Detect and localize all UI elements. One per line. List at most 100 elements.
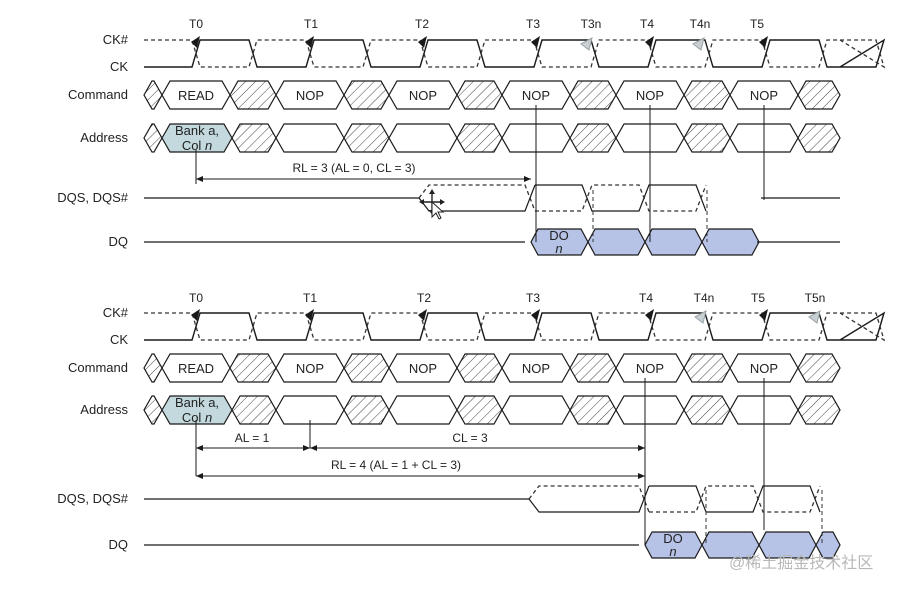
signal-label-dq: DQ bbox=[109, 234, 129, 249]
half-cycle-arrow-icon bbox=[580, 37, 593, 51]
clock-edge-arrow-icon bbox=[191, 309, 200, 321]
address-dont-care bbox=[231, 395, 277, 425]
clock-label-t2: T2 bbox=[415, 17, 429, 31]
clock-edge-arrow-icon bbox=[759, 309, 768, 321]
arrow-right-icon bbox=[638, 445, 645, 451]
pointer-cursor-icon bbox=[431, 200, 445, 220]
clock-label-t0: T0 bbox=[189, 291, 203, 305]
ck-waveform bbox=[144, 38, 886, 68]
address-bank-label: Bank a, bbox=[175, 395, 219, 410]
dq-data-burst bbox=[815, 531, 841, 559]
clock-label-t1: T1 bbox=[303, 291, 317, 305]
address-slot bbox=[615, 395, 685, 425]
watermark: @稀土掘金技术社区 bbox=[729, 554, 873, 572]
command-label: NOP bbox=[750, 88, 778, 103]
address-slot bbox=[388, 123, 458, 153]
command-dont-care bbox=[456, 353, 503, 383]
command-label: NOP bbox=[750, 361, 778, 376]
clock-edge-arrow-icon bbox=[531, 309, 540, 321]
dq-data-burst bbox=[644, 228, 703, 256]
dqsb-toggle bbox=[649, 485, 821, 513]
command-dont-care bbox=[456, 80, 503, 110]
dq-data-burst bbox=[587, 228, 646, 256]
arrow-left-icon bbox=[310, 445, 317, 451]
al-label: AL = 1 bbox=[235, 431, 270, 445]
address-dont-care bbox=[343, 123, 390, 153]
dq-n-label: n bbox=[555, 241, 562, 256]
dqsb-toggle bbox=[535, 184, 707, 212]
signal-label-address: Address bbox=[80, 130, 128, 145]
dqsb-preamble bbox=[528, 485, 650, 513]
command-dont-care bbox=[797, 80, 841, 110]
command-label: NOP bbox=[296, 361, 324, 376]
clock-edge-arrow-icon bbox=[645, 309, 654, 321]
address-dont-care bbox=[143, 395, 163, 425]
clock-label-t2: T2 bbox=[417, 291, 431, 305]
address-slot bbox=[275, 395, 345, 425]
signal-label-command: Command bbox=[68, 360, 128, 375]
address-dont-care bbox=[797, 123, 841, 153]
arrow-right-icon bbox=[638, 473, 645, 479]
signal-label-command: Command bbox=[68, 87, 128, 102]
command-label: READ bbox=[178, 88, 214, 103]
rl-label: RL = 3 (AL = 0, CL = 3) bbox=[292, 161, 415, 175]
command-dont-care bbox=[143, 353, 163, 383]
command-dont-care bbox=[797, 353, 841, 383]
signal-label-ckb: CK# bbox=[103, 32, 129, 47]
arrow-left-icon bbox=[196, 176, 203, 182]
dqs-preamble bbox=[528, 485, 650, 513]
arrow-left-icon bbox=[196, 445, 203, 451]
address-bank-label: Bank a, bbox=[175, 123, 219, 138]
command-label: NOP bbox=[636, 361, 664, 376]
command-dont-care bbox=[569, 353, 617, 383]
clock-label-t0: T0 bbox=[189, 17, 203, 31]
clock-label-t3n: T3n bbox=[581, 17, 602, 31]
dq-data-burst bbox=[701, 228, 760, 256]
command-label: NOP bbox=[522, 88, 550, 103]
clock-label-t1: T1 bbox=[304, 17, 318, 31]
address-dont-care bbox=[797, 395, 841, 425]
half-cycle-arrow-icon bbox=[808, 310, 821, 324]
clock-edge-arrow-icon bbox=[418, 309, 427, 321]
clock-label-t3: T3 bbox=[526, 291, 540, 305]
arrow-right-icon bbox=[524, 176, 531, 182]
cl-label: CL = 3 bbox=[452, 431, 488, 445]
move-cursor-icon bbox=[419, 189, 445, 220]
clock-label-t4: T4 bbox=[640, 17, 654, 31]
arrow-left-icon bbox=[196, 473, 203, 479]
address-slot bbox=[388, 395, 458, 425]
rl-label: RL = 4 (AL = 1 + CL = 3) bbox=[331, 458, 461, 472]
address-dont-care bbox=[683, 395, 731, 425]
address-dont-care bbox=[569, 395, 617, 425]
command-label: READ bbox=[178, 361, 214, 376]
command-label: NOP bbox=[636, 88, 664, 103]
ckb-waveform bbox=[144, 312, 886, 342]
clock-label-t4n: T4n bbox=[690, 17, 711, 31]
command-dont-care bbox=[229, 353, 277, 383]
dqs-toggle bbox=[535, 184, 707, 212]
clock-edge-arrow-icon bbox=[418, 36, 427, 48]
dqs-toggle bbox=[649, 485, 821, 513]
clock-label-t5: T5 bbox=[751, 291, 765, 305]
address-dont-care bbox=[569, 123, 617, 153]
clock-edge-arrow-icon bbox=[531, 36, 540, 48]
clock-edge-arrow-icon bbox=[191, 36, 200, 48]
signal-label-dq: DQ bbox=[109, 537, 129, 552]
clock-label-t5: T5 bbox=[750, 17, 764, 31]
address-col-label: Col n bbox=[182, 410, 212, 425]
clock-edge-arrow-icon bbox=[645, 36, 654, 48]
command-label: NOP bbox=[409, 361, 437, 376]
address-slot bbox=[275, 123, 345, 153]
ck-waveform bbox=[144, 311, 886, 341]
clock-edge-arrow-icon bbox=[759, 36, 768, 48]
command-label: NOP bbox=[522, 361, 550, 376]
half-cycle-arrow-icon bbox=[692, 37, 705, 51]
half-cycle-arrow-icon bbox=[694, 310, 707, 324]
address-dont-care bbox=[456, 395, 503, 425]
command-dont-care bbox=[683, 353, 731, 383]
clock-label-t5n: T5n bbox=[805, 291, 826, 305]
address-dont-care bbox=[143, 123, 163, 153]
